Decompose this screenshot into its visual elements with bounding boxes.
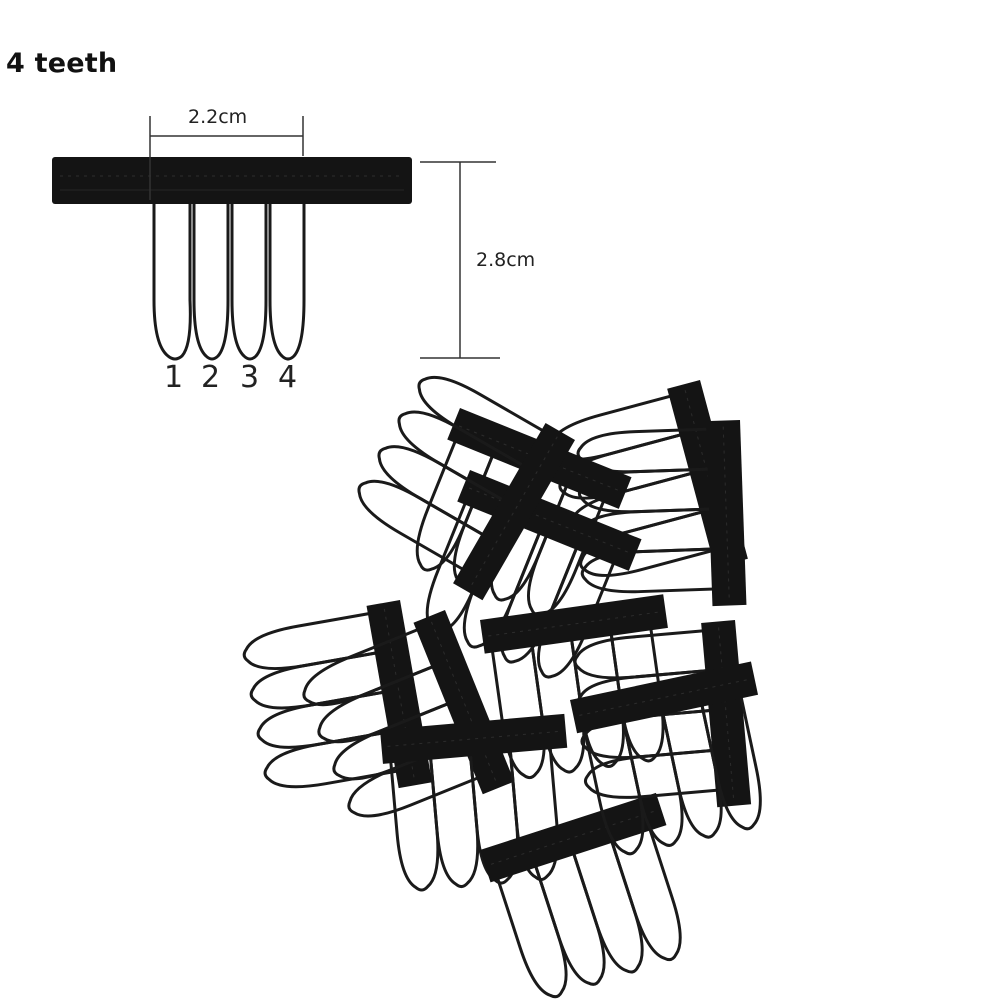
width-dimension-line [149,116,304,200]
width-dimension-label: 2.2cm [188,106,248,128]
comb-fabric-band [52,157,412,204]
comb-clip [380,714,579,893]
height-dimension-label: 2.8cm [476,249,536,271]
comb-pile [239,359,784,1000]
comb-clip [341,359,575,601]
comb-clip [577,420,746,611]
comb-clip [239,600,432,810]
comb-clip [480,793,706,1000]
tooth-number-4: 4 [278,360,298,395]
comb-teeth [152,200,306,361]
height-dimension-line [420,161,500,359]
tooth-number-1: 1 [164,360,184,395]
title-label: 4 teeth [6,48,118,79]
comb-diagram [52,157,412,361]
tooth-number-2: 2 [201,360,221,395]
tooth-number-3: 3 [240,360,260,395]
